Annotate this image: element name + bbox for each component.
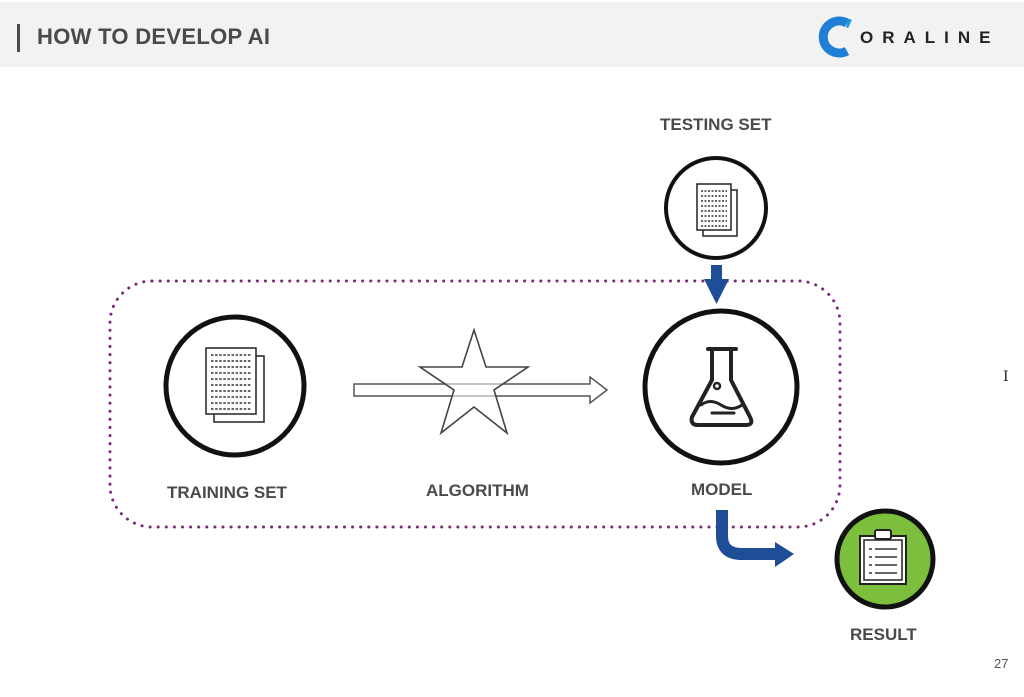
testing-to-model-arrow bbox=[704, 265, 729, 304]
algorithm-label: ALGORITHM bbox=[426, 481, 529, 500]
result-node bbox=[834, 508, 936, 610]
training-set-label: TRAINING SET bbox=[167, 483, 287, 502]
testing-set-label: TESTING SET bbox=[660, 115, 772, 134]
binary-document-icon bbox=[696, 183, 738, 237]
text-cursor-icon: I bbox=[1003, 369, 1009, 385]
brand-name: ORALINE bbox=[860, 28, 1000, 47]
testing-set-node bbox=[664, 156, 768, 260]
coraline-logo-icon bbox=[818, 16, 852, 58]
binary-document-icon bbox=[205, 347, 265, 423]
slide-title: HOW TO DEVELOP AI bbox=[37, 24, 271, 49]
clipboard-icon bbox=[859, 529, 907, 585]
star-icon bbox=[417, 327, 531, 436]
model-node bbox=[642, 308, 800, 466]
header-accent-bar bbox=[17, 24, 20, 52]
page-number: 27 bbox=[994, 656, 1009, 671]
result-label: RESULT bbox=[850, 625, 917, 644]
flask-icon bbox=[689, 347, 754, 427]
model-boundary bbox=[108, 279, 842, 529]
model-to-result-arrow bbox=[716, 510, 794, 567]
training-set-node bbox=[163, 314, 307, 458]
slide-header: HOW TO DEVELOP AI ORALINE bbox=[0, 2, 1024, 67]
model-label: MODEL bbox=[691, 480, 753, 499]
algorithm-node bbox=[353, 327, 609, 436]
